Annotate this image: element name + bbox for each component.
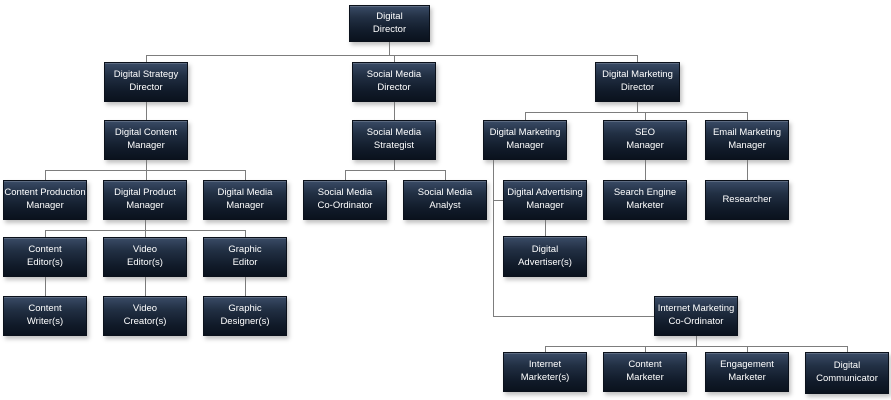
node-social-media-strategist: Social Media Strategist [352, 120, 436, 160]
node-digital-content-manager: Digital Content Manager [104, 120, 188, 160]
connector [345, 170, 346, 180]
connector [245, 230, 246, 237]
connector [345, 170, 446, 171]
connector [146, 170, 147, 180]
connector [146, 102, 147, 120]
connector [146, 160, 147, 170]
connector [847, 346, 848, 352]
node-social-media-director: Social Media Director [352, 62, 436, 102]
connector [45, 277, 46, 296]
node-video-editors: Video Editor(s) [103, 237, 187, 277]
connector [245, 170, 246, 180]
node-content-editors: Content Editor(s) [3, 237, 87, 277]
node-content-production-manager: Content Production Manager [3, 180, 87, 220]
connector [637, 102, 638, 112]
node-engagement-marketer: Engagement Marketer [705, 352, 789, 392]
node-digital-director: Digital Director [349, 5, 430, 42]
connector [394, 160, 395, 170]
connector [394, 102, 395, 120]
connector [45, 170, 46, 180]
node-social-media-analyst: Social Media Analyst [403, 180, 487, 220]
connector [145, 277, 146, 296]
connector [146, 55, 638, 56]
connector [545, 220, 546, 236]
connector [493, 160, 494, 316]
node-digital-product-manager: Digital Product Manager [103, 180, 187, 220]
connector [747, 346, 748, 352]
node-content-writers: Content Writer(s) [3, 296, 87, 336]
node-email-marketing-manager: Email Marketing Manager [705, 120, 789, 160]
node-digital-advertisers: Digital Advertiser(s) [503, 236, 587, 277]
connector [245, 277, 246, 296]
node-content-marketer: Content Marketer [603, 352, 687, 392]
connector [637, 55, 638, 62]
node-digital-media-manager: Digital Media Manager [203, 180, 287, 220]
node-social-media-coordinator: Social Media Co-Ordinator [303, 180, 387, 220]
connector [545, 346, 546, 352]
connector [645, 160, 646, 180]
connector [747, 112, 748, 120]
connector [545, 346, 848, 347]
connector [145, 230, 146, 237]
node-digital-strategy-director: Digital Strategy Director [104, 62, 188, 102]
connector [146, 55, 147, 62]
node-internet-marketers: Internet Marketer(s) [503, 352, 587, 392]
connector [645, 112, 646, 120]
connector [45, 170, 246, 171]
node-graphic-editor: Graphic Editor [203, 237, 287, 277]
node-digital-marketing-manager: Digital Marketing Manager [483, 120, 567, 160]
node-internet-marketing-coordinator: Internet Marketing Co-Ordinator [654, 296, 738, 336]
node-graphic-designers: Graphic Designer(s) [203, 296, 287, 336]
node-video-creators: Video Creator(s) [103, 296, 187, 336]
connector [45, 230, 46, 237]
connector [493, 200, 503, 201]
connector [389, 42, 390, 55]
node-seo-manager: SEO Manager [603, 120, 687, 160]
connector [445, 170, 446, 180]
connector [747, 160, 748, 180]
node-digital-marketing-director: Digital Marketing Director [595, 62, 680, 102]
connector [525, 112, 526, 120]
connector [645, 346, 646, 352]
connector [493, 316, 654, 317]
connector [394, 55, 395, 62]
connector [525, 112, 748, 113]
node-search-engine-marketer: Search Engine Marketer [603, 180, 687, 220]
node-digital-communicator: Digital Communicator [805, 352, 889, 394]
connector [145, 220, 146, 230]
node-researcher: Researcher [705, 180, 789, 220]
node-digital-advertising-manager: Digital Advertising Manager [503, 180, 587, 220]
connector [696, 336, 697, 346]
